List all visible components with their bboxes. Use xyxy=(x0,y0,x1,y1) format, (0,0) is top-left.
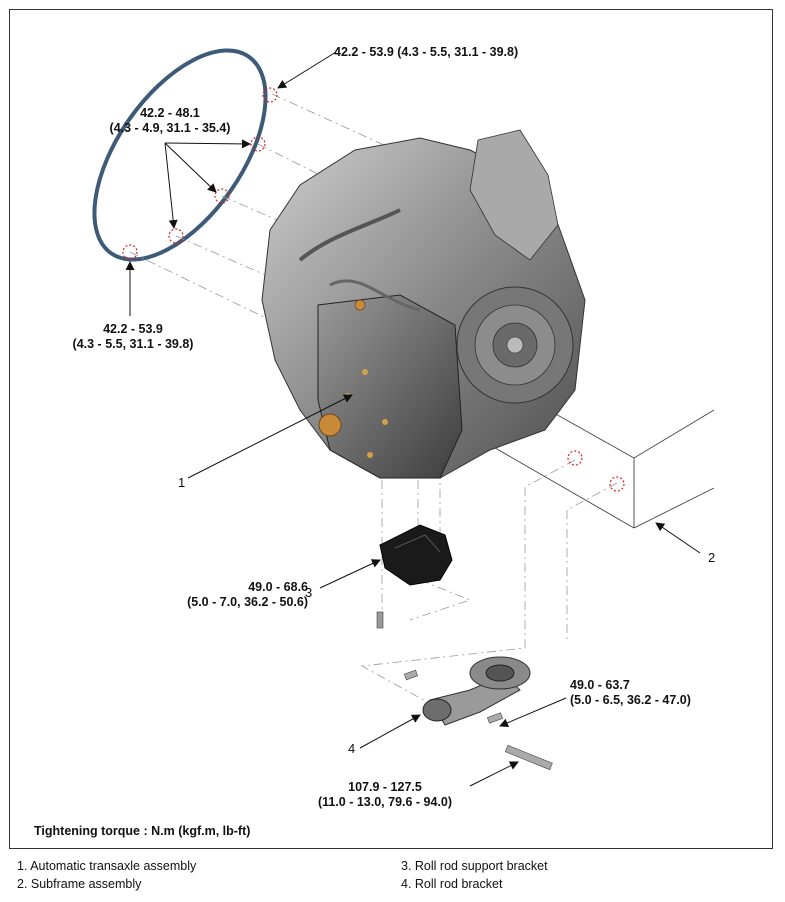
bolt-markers xyxy=(122,87,625,492)
caption-1: 1. Automatic transaxle assembly xyxy=(17,859,197,873)
caption-4: 4. Roll rod bracket xyxy=(401,877,503,891)
torque-label-roll-rod-units: (5.0 - 6.5, 36.2 - 47.0) xyxy=(570,693,691,707)
caption-2: 2. Subframe assembly xyxy=(17,877,142,891)
torque-label-long-bolt-value: 107.9 - 127.5 xyxy=(348,780,422,794)
torque-label-long-bolt: 107.9 - 127.5 (11.0 - 13.0, 79.6 - 94.0) xyxy=(300,780,470,810)
torque-label-support-bracket: 49.0 - 68.6 (5.0 - 7.0, 36.2 - 50.6) xyxy=(148,580,308,610)
leader-lines xyxy=(125,51,701,787)
torque-label-ring-lower: 42.2 - 53.9 (4.3 - 5.5, 31.1 - 39.8) xyxy=(48,322,218,352)
callout-2: 2 xyxy=(708,550,716,565)
roll-rod-support-bracket xyxy=(376,524,453,629)
roll-rod-bracket xyxy=(403,656,553,771)
callout-1: 1 xyxy=(178,475,186,490)
torque-label-ring-upper-units: (4.3 - 4.9, 31.1 - 35.4) xyxy=(109,121,231,135)
torque-label-ring-lower-value: 42.2 - 53.9 xyxy=(103,322,163,336)
torque-label-ring-upper: 42.2 - 48.1 (4.3 - 4.9, 31.1 - 35.4) xyxy=(85,106,255,136)
seal-ring xyxy=(92,48,268,262)
torque-label-support-bracket-value: 49.0 - 68.6 xyxy=(248,580,308,594)
torque-label-roll-rod: 49.0 - 63.7 (5.0 - 6.5, 36.2 - 47.0) xyxy=(570,678,691,708)
torque-label-support-bracket-units: (5.0 - 7.0, 36.2 - 50.6) xyxy=(187,595,308,609)
torque-unit-note: Tightening torque : N.m (kgf.m, lb-ft) xyxy=(34,824,251,838)
callout-3: 3 xyxy=(305,585,313,600)
callout-4: 4 xyxy=(348,741,356,756)
torque-label-ring-lower-units: (4.3 - 5.5, 31.1 - 39.8) xyxy=(72,337,194,351)
caption-3: 3. Roll rod support bracket xyxy=(401,859,548,873)
transaxle-assembly xyxy=(261,129,586,479)
torque-label-roll-rod-value: 49.0 - 63.7 xyxy=(570,678,630,692)
projection-lines xyxy=(129,93,618,709)
torque-label-long-bolt-units: (11.0 - 13.0, 79.6 - 94.0) xyxy=(317,795,453,809)
torque-label-top-right: 42.2 - 53.9 (4.3 - 5.5, 31.1 - 39.8) xyxy=(334,45,519,59)
subframe-block xyxy=(489,407,715,529)
torque-label-ring-upper-value: 42.2 - 48.1 xyxy=(140,106,200,120)
